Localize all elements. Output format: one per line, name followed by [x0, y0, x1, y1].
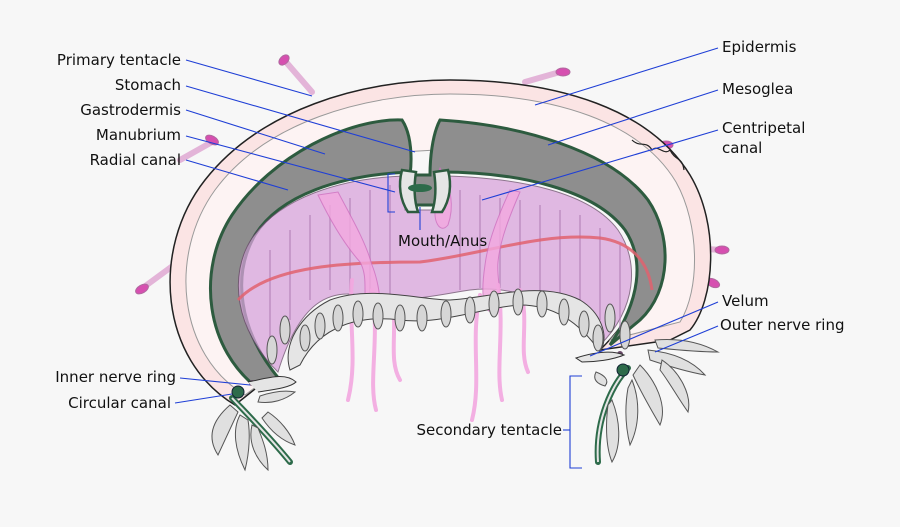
label-stomach: Stomach: [115, 76, 181, 94]
label-epidermis: Epidermis: [722, 38, 797, 56]
label-outer-nerve-ring: Outer nerve ring: [720, 316, 845, 334]
label-primary-tentacle: Primary tentacle: [57, 51, 181, 69]
left-secondary-tentacles: [212, 391, 295, 470]
right-margin: [576, 351, 629, 462]
label-centripetal-canal-line1: Centripetal: [722, 119, 805, 137]
label-radial-canal: Radial canal: [90, 151, 181, 169]
label-mouth-anus: Mouth/Anus: [398, 232, 487, 250]
label-velum: Velum: [722, 292, 769, 310]
label-inner-nerve-ring: Inner nerve ring: [55, 368, 176, 386]
label-circular-canal: Circular canal: [68, 394, 171, 412]
label-centripetal-canal-line2: canal: [722, 139, 762, 157]
label-gastrodermis: Gastrodermis: [80, 101, 181, 119]
label-secondary-tentacle: Secondary tentacle: [416, 421, 562, 439]
label-mesoglea: Mesoglea: [722, 80, 793, 98]
label-manubrium: Manubrium: [96, 126, 181, 144]
